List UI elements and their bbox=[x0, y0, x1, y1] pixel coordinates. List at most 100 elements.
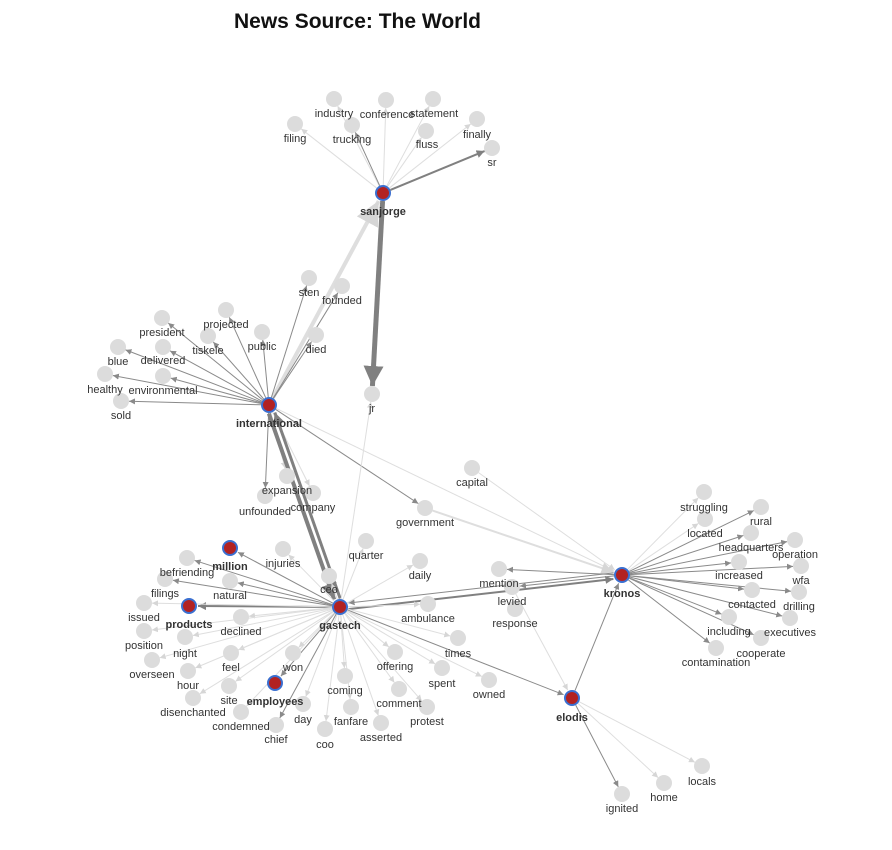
node-blue[interactable] bbox=[110, 339, 126, 355]
node-night[interactable] bbox=[177, 629, 193, 645]
node-million[interactable] bbox=[222, 540, 238, 556]
node-coo[interactable] bbox=[317, 721, 333, 737]
node-elodis[interactable] bbox=[564, 690, 580, 706]
node-condemned[interactable] bbox=[233, 704, 249, 720]
node-owned[interactable] bbox=[481, 672, 497, 688]
edge-sanjorge-statement bbox=[386, 105, 430, 187]
node-comment[interactable] bbox=[391, 681, 407, 697]
node-products[interactable] bbox=[181, 598, 197, 614]
edge-gastech-won bbox=[298, 612, 335, 648]
node-wfa[interactable] bbox=[793, 558, 809, 574]
node-expansion[interactable] bbox=[279, 468, 295, 484]
edge-gastech-disenchanted bbox=[199, 610, 334, 695]
node-founded[interactable] bbox=[334, 278, 350, 294]
node-rural[interactable] bbox=[753, 499, 769, 515]
node-befriending[interactable] bbox=[179, 550, 195, 566]
node-hour[interactable] bbox=[180, 663, 196, 679]
node-position[interactable] bbox=[136, 623, 152, 639]
node-filings[interactable] bbox=[157, 571, 173, 587]
node-statement[interactable] bbox=[425, 91, 441, 107]
edge-sanjorge-filing bbox=[300, 128, 378, 189]
node-cooperate[interactable] bbox=[753, 630, 769, 646]
node-protest[interactable] bbox=[419, 699, 435, 715]
node-gastech[interactable] bbox=[332, 599, 348, 615]
node-executives[interactable] bbox=[782, 610, 798, 626]
node-international[interactable] bbox=[261, 397, 277, 413]
node-site[interactable] bbox=[221, 678, 237, 694]
node-healthy[interactable] bbox=[97, 366, 113, 382]
node-contamination[interactable] bbox=[708, 640, 724, 656]
node-spent[interactable] bbox=[434, 660, 450, 676]
node-struggling[interactable] bbox=[696, 484, 712, 500]
node-feel[interactable] bbox=[223, 645, 239, 661]
node-sten[interactable] bbox=[301, 270, 317, 286]
node-daily[interactable] bbox=[412, 553, 428, 569]
node-won[interactable] bbox=[285, 645, 301, 661]
node-times[interactable] bbox=[450, 630, 466, 646]
node-response[interactable] bbox=[507, 601, 523, 617]
node-fluss[interactable] bbox=[418, 123, 434, 139]
node-injuries[interactable] bbox=[275, 541, 291, 557]
node-delivered[interactable] bbox=[155, 339, 171, 355]
node-issued[interactable] bbox=[136, 595, 152, 611]
node-sanjorge[interactable] bbox=[375, 185, 391, 201]
node-natural[interactable] bbox=[222, 573, 238, 589]
node-sold[interactable] bbox=[113, 393, 129, 409]
node-declined[interactable] bbox=[233, 609, 249, 625]
node-trucking[interactable] bbox=[344, 117, 360, 133]
node-quarter[interactable] bbox=[358, 533, 374, 549]
node-jr[interactable] bbox=[364, 386, 380, 402]
node-kronos[interactable] bbox=[614, 567, 630, 583]
node-including[interactable] bbox=[721, 609, 737, 625]
node-contacted[interactable] bbox=[744, 582, 760, 598]
node-label-public: public bbox=[248, 341, 277, 353]
node-tiskele[interactable] bbox=[200, 328, 216, 344]
node-label-sten: sten bbox=[299, 287, 320, 299]
node-fanfare[interactable] bbox=[343, 699, 359, 715]
node-home[interactable] bbox=[656, 775, 672, 791]
node-asserted[interactable] bbox=[373, 715, 389, 731]
node-government[interactable] bbox=[417, 500, 433, 516]
node-label-injuries: injuries bbox=[266, 558, 301, 570]
node-label-including: including bbox=[707, 626, 750, 638]
edge-international-blue bbox=[125, 349, 262, 403]
node-label-mention: mention bbox=[479, 578, 518, 590]
node-drilling[interactable] bbox=[791, 584, 807, 600]
edge-kronos-executives bbox=[629, 576, 783, 618]
node-offering[interactable] bbox=[387, 644, 403, 660]
edge-gastech-injuries bbox=[288, 554, 335, 602]
node-president[interactable] bbox=[154, 310, 170, 326]
node-coming[interactable] bbox=[337, 668, 353, 684]
node-industry[interactable] bbox=[326, 91, 342, 107]
edge-international-kronos bbox=[275, 408, 615, 572]
edge-kronos-wfa bbox=[629, 563, 794, 576]
edge-kronos-headquarters bbox=[629, 534, 744, 573]
node-chief[interactable] bbox=[268, 717, 284, 733]
node-died[interactable] bbox=[308, 327, 324, 343]
node-mention[interactable] bbox=[491, 561, 507, 577]
node-filing[interactable] bbox=[287, 116, 303, 132]
node-headquarters[interactable] bbox=[743, 525, 759, 541]
node-public[interactable] bbox=[254, 324, 270, 340]
node-company[interactable] bbox=[305, 485, 321, 501]
node-locals[interactable] bbox=[694, 758, 710, 774]
node-operation[interactable] bbox=[787, 532, 803, 548]
node-finally[interactable] bbox=[469, 111, 485, 127]
node-capital[interactable] bbox=[464, 460, 480, 476]
node-sr[interactable] bbox=[484, 140, 500, 156]
node-located[interactable] bbox=[697, 511, 713, 527]
node-disenchanted[interactable] bbox=[185, 690, 201, 706]
node-overseen[interactable] bbox=[144, 652, 160, 668]
node-conference[interactable] bbox=[378, 92, 394, 108]
node-projected[interactable] bbox=[218, 302, 234, 318]
node-environmental[interactable] bbox=[155, 368, 171, 384]
node-levied[interactable] bbox=[504, 579, 520, 595]
node-ignited[interactable] bbox=[614, 786, 630, 802]
node-ambulance[interactable] bbox=[420, 596, 436, 612]
node-employees[interactable] bbox=[267, 675, 283, 691]
node-unfounded[interactable] bbox=[257, 488, 273, 504]
node-increased[interactable] bbox=[731, 554, 747, 570]
node-day[interactable] bbox=[295, 696, 311, 712]
node-ceo[interactable] bbox=[321, 568, 337, 584]
